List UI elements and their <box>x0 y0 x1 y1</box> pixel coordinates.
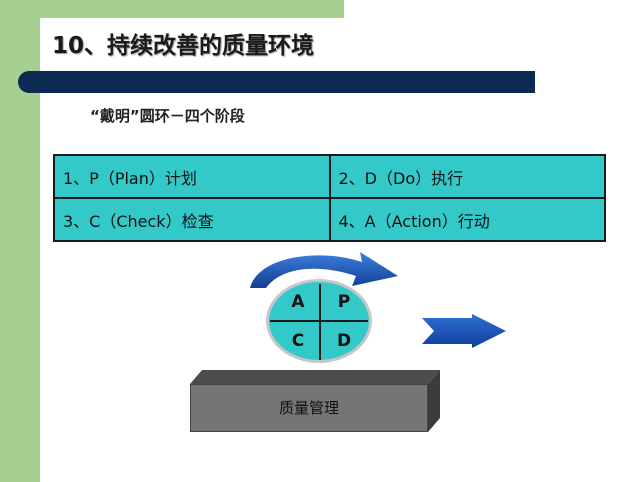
stage-cell-check: 3、C（Check）检查 <box>53 197 331 242</box>
base-block-top <box>190 370 440 384</box>
base-block <box>190 384 428 432</box>
slide-subtitle: “戴明”圆环－四个阶段 <box>90 107 245 125</box>
stage-cell-action: 4、A（Action）行动 <box>328 197 606 242</box>
wheel-horizontal-divider <box>270 320 368 322</box>
title-background <box>40 18 344 65</box>
quadrant-p: P <box>337 292 351 312</box>
rotation-arrow-icon <box>250 252 398 288</box>
title-underline-bar <box>18 71 535 93</box>
base-label: 质量管理 <box>278 399 339 417</box>
table-row: 3、C（Check）检查 4、A（Action）行动 <box>53 197 606 242</box>
wheel-vertical-divider <box>319 284 321 360</box>
quadrant-a: A <box>291 292 305 312</box>
stages-table: 1、P（Plan）计划 2、D（Do）执行 3、C（Check）检查 4、A（A… <box>53 154 606 242</box>
base-block-side <box>428 370 440 432</box>
stage-cell-plan: 1、P（Plan）计划 <box>53 154 331 199</box>
forward-arrow-icon <box>422 314 506 348</box>
quadrant-d: D <box>336 331 352 351</box>
quadrant-c: C <box>291 331 305 351</box>
slide-title: 10、持续改善的质量环境 <box>52 33 315 59</box>
stage-cell-do: 2、D（Do）执行 <box>328 154 606 199</box>
table-row: 1、P（Plan）计划 2、D（Do）执行 <box>53 154 606 199</box>
